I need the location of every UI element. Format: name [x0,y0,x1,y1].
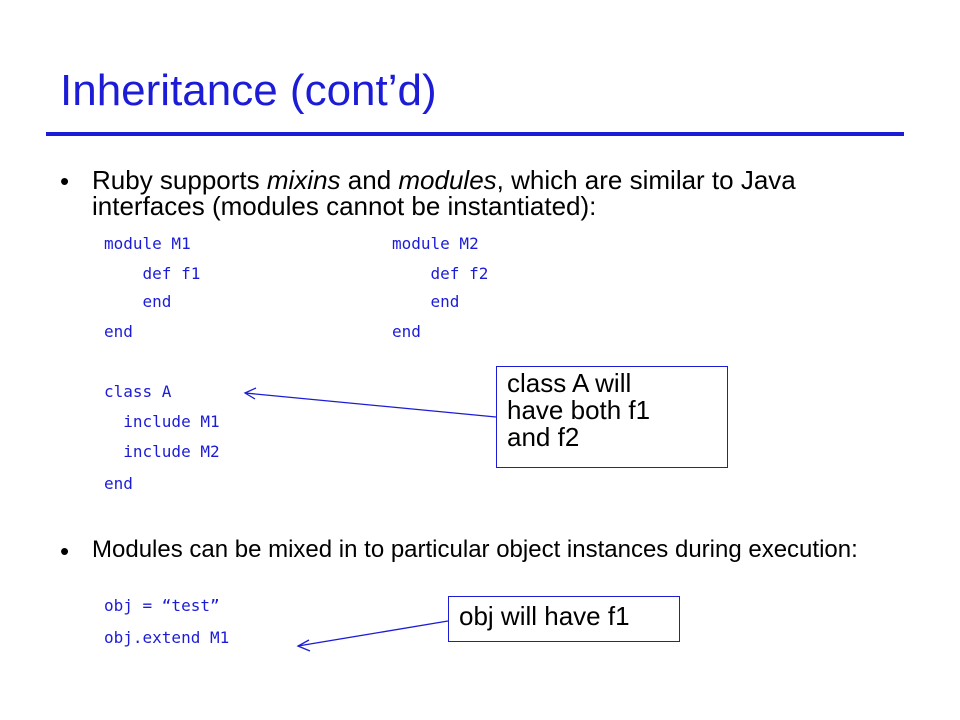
term-modules: modules [398,165,497,195]
bullet-marker: • [60,166,70,196]
arrow-to-obj-extend [296,620,449,652]
bullet-2-text: Modules can be mixed in to particular ob… [92,536,858,563]
bullet-1-text: Ruby supports mixins and modules, which … [92,165,796,221]
arrow-to-class-a [243,387,497,418]
slide-title: Inheritance (cont’d) [60,66,437,115]
bullet-marker: • [60,536,70,566]
callout-class-a: class A will have both f1 and f2 [496,366,728,468]
term-mixins: mixins [266,165,341,195]
callout-obj: obj will have f1 [448,596,680,642]
title-underline [46,132,904,136]
